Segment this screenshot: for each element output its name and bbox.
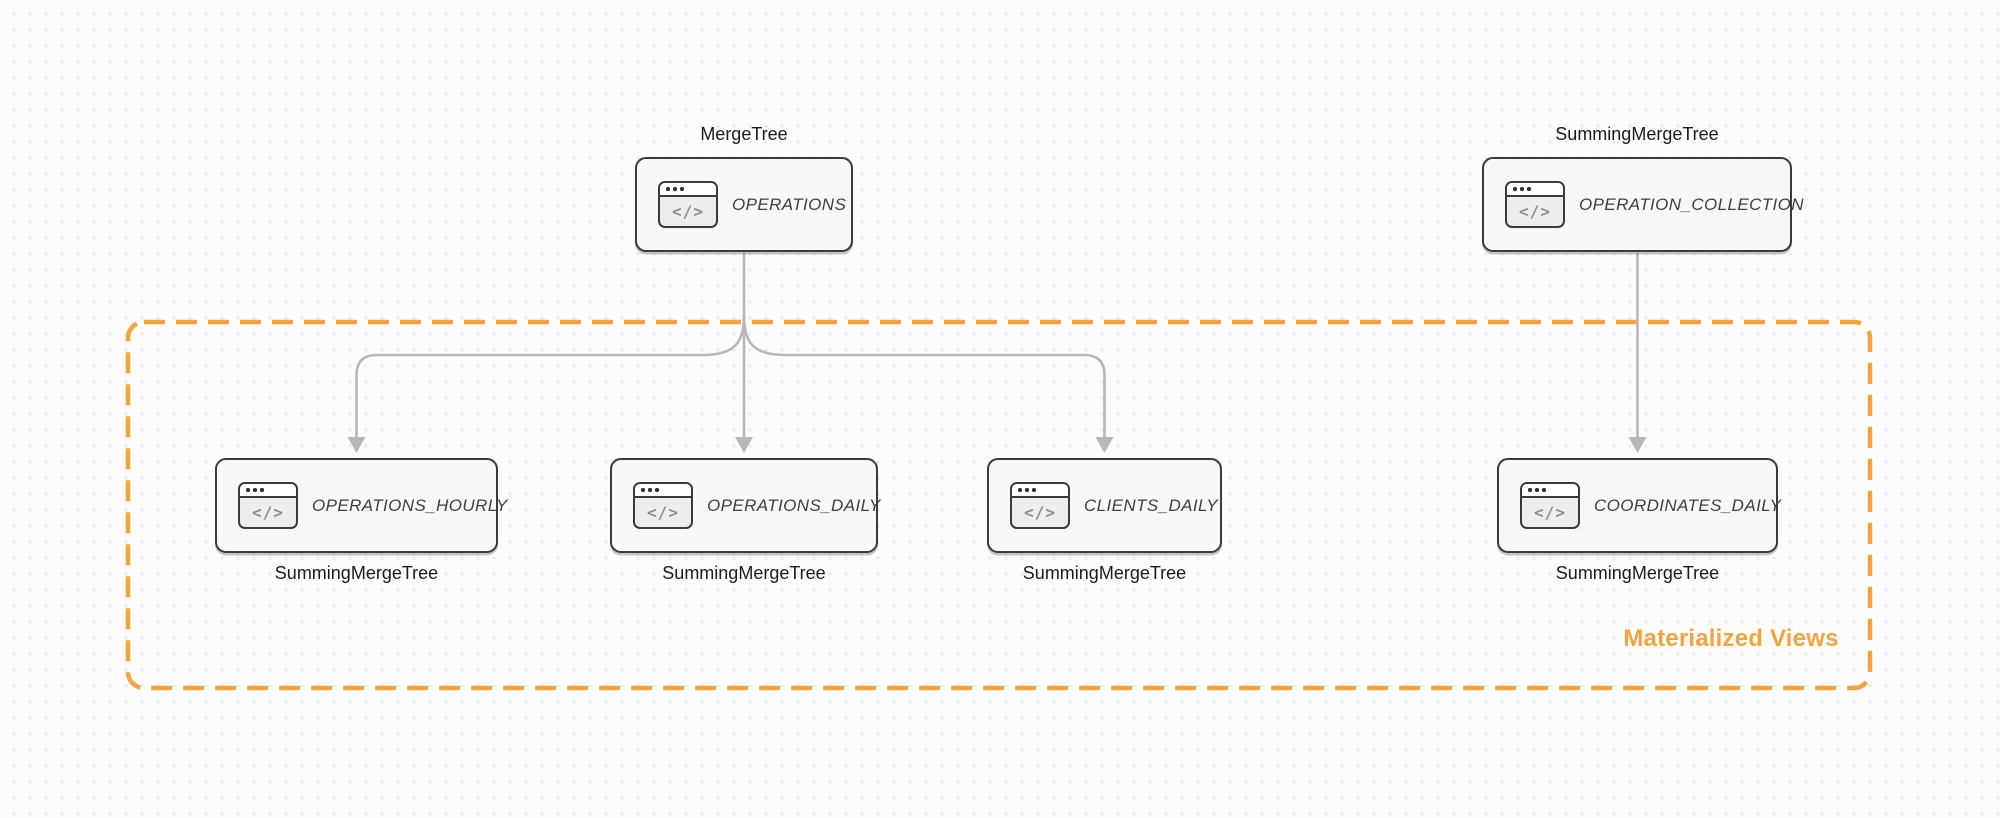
- code-glyph: </>: [647, 503, 679, 522]
- window-titlebar: [1522, 484, 1578, 498]
- window-titlebar: [240, 484, 296, 498]
- window-titlebar: [1507, 183, 1563, 197]
- window-dot-icon: [253, 488, 257, 492]
- window-dot-icon: [1018, 488, 1022, 492]
- window-dot-icon: [1032, 488, 1036, 492]
- window-dot-icon: [655, 488, 659, 492]
- edge-operations-to-clients-daily: [742, 314, 1106, 440]
- node-operations-daily: </> OPERATIONS_DAILY SummingMergeTree: [610, 458, 881, 583]
- node-coordinates-daily: </> COORDINATES_DAILY SummingMergeTree: [1497, 458, 1782, 583]
- engine-caption: SummingMergeTree: [274, 563, 439, 583]
- code-window-icon: </>: [1520, 482, 1580, 529]
- window-dot-icon: [680, 187, 684, 191]
- code-window-icon: </>: [1505, 181, 1565, 228]
- engine-caption: SummingMergeTree: [1555, 124, 1719, 144]
- edge-operations-to-operations-hourly: [355, 314, 746, 440]
- node-clients-daily: </> CLIENTS_DAILY SummingMergeTree: [987, 458, 1222, 583]
- window-dot-icon: [1520, 187, 1524, 191]
- engine-caption: SummingMergeTree: [1022, 563, 1187, 583]
- window-dot-icon: [1513, 187, 1517, 191]
- arrowhead-icon: [1095, 437, 1114, 453]
- window-dot-icon: [1528, 488, 1532, 492]
- code-window-icon: </>: [658, 181, 718, 228]
- window-dot-icon: [1542, 488, 1546, 492]
- node-operations-hourly: </> OPERATIONS_HOURLY SummingMergeTree: [215, 458, 507, 583]
- node-operations: MergeTree </> OPERATIONS: [635, 124, 853, 252]
- window-dot-icon: [673, 187, 677, 191]
- table-name: COORDINATES_DAILY: [1594, 495, 1782, 515]
- arrowhead-icon: [347, 437, 366, 453]
- table-name: OPERATION_COLLECTION: [1579, 194, 1804, 214]
- table-name: OPERATIONS: [732, 194, 847, 214]
- code-window-icon: </>: [633, 482, 693, 529]
- window-dot-icon: [666, 187, 670, 191]
- table-node-box[interactable]: </> OPERATIONS: [635, 157, 853, 252]
- engine-caption: SummingMergeTree: [1555, 563, 1720, 583]
- code-glyph: </>: [672, 202, 704, 221]
- node-operation-collection: SummingMergeTree </> OPERATION_COLLECTIO…: [1482, 124, 1804, 252]
- table-node-box[interactable]: </> CLIENTS_DAILY: [987, 458, 1222, 553]
- window-titlebar: [635, 484, 691, 498]
- materialized-views-label: Materialized Views: [1623, 625, 1839, 652]
- window-dot-icon: [1535, 488, 1539, 492]
- arrowhead-icon: [1628, 437, 1647, 453]
- window-dot-icon: [246, 488, 250, 492]
- code-glyph: </>: [1534, 503, 1566, 522]
- table-node-box[interactable]: </> COORDINATES_DAILY: [1497, 458, 1782, 553]
- window-titlebar: [1012, 484, 1068, 498]
- code-glyph: </>: [1024, 503, 1056, 522]
- window-dot-icon: [260, 488, 264, 492]
- table-node-box[interactable]: </> OPERATIONS_DAILY: [610, 458, 881, 553]
- code-window-icon: </>: [1010, 482, 1070, 529]
- table-name: CLIENTS_DAILY: [1084, 495, 1219, 515]
- code-window-icon: </>: [238, 482, 298, 529]
- arrowhead-icon: [735, 437, 753, 453]
- table-name: OPERATIONS_HOURLY: [312, 495, 508, 515]
- window-dot-icon: [1527, 187, 1531, 191]
- window-dot-icon: [648, 488, 652, 492]
- table-name: OPERATIONS_DAILY: [707, 495, 881, 515]
- engine-caption: SummingMergeTree: [662, 563, 826, 583]
- window-titlebar: [660, 183, 716, 197]
- engine-caption: MergeTree: [700, 124, 788, 144]
- materialized-views-frame[interactable]: [125, 319, 1873, 691]
- table-node-box[interactable]: </> OPERATIONS_HOURLY: [215, 458, 507, 553]
- table-node-box[interactable]: </> OPERATION_COLLECTION: [1482, 157, 1804, 252]
- code-glyph: </>: [252, 503, 284, 522]
- window-dot-icon: [641, 488, 645, 492]
- window-dot-icon: [1025, 488, 1029, 492]
- code-glyph: </>: [1519, 202, 1551, 221]
